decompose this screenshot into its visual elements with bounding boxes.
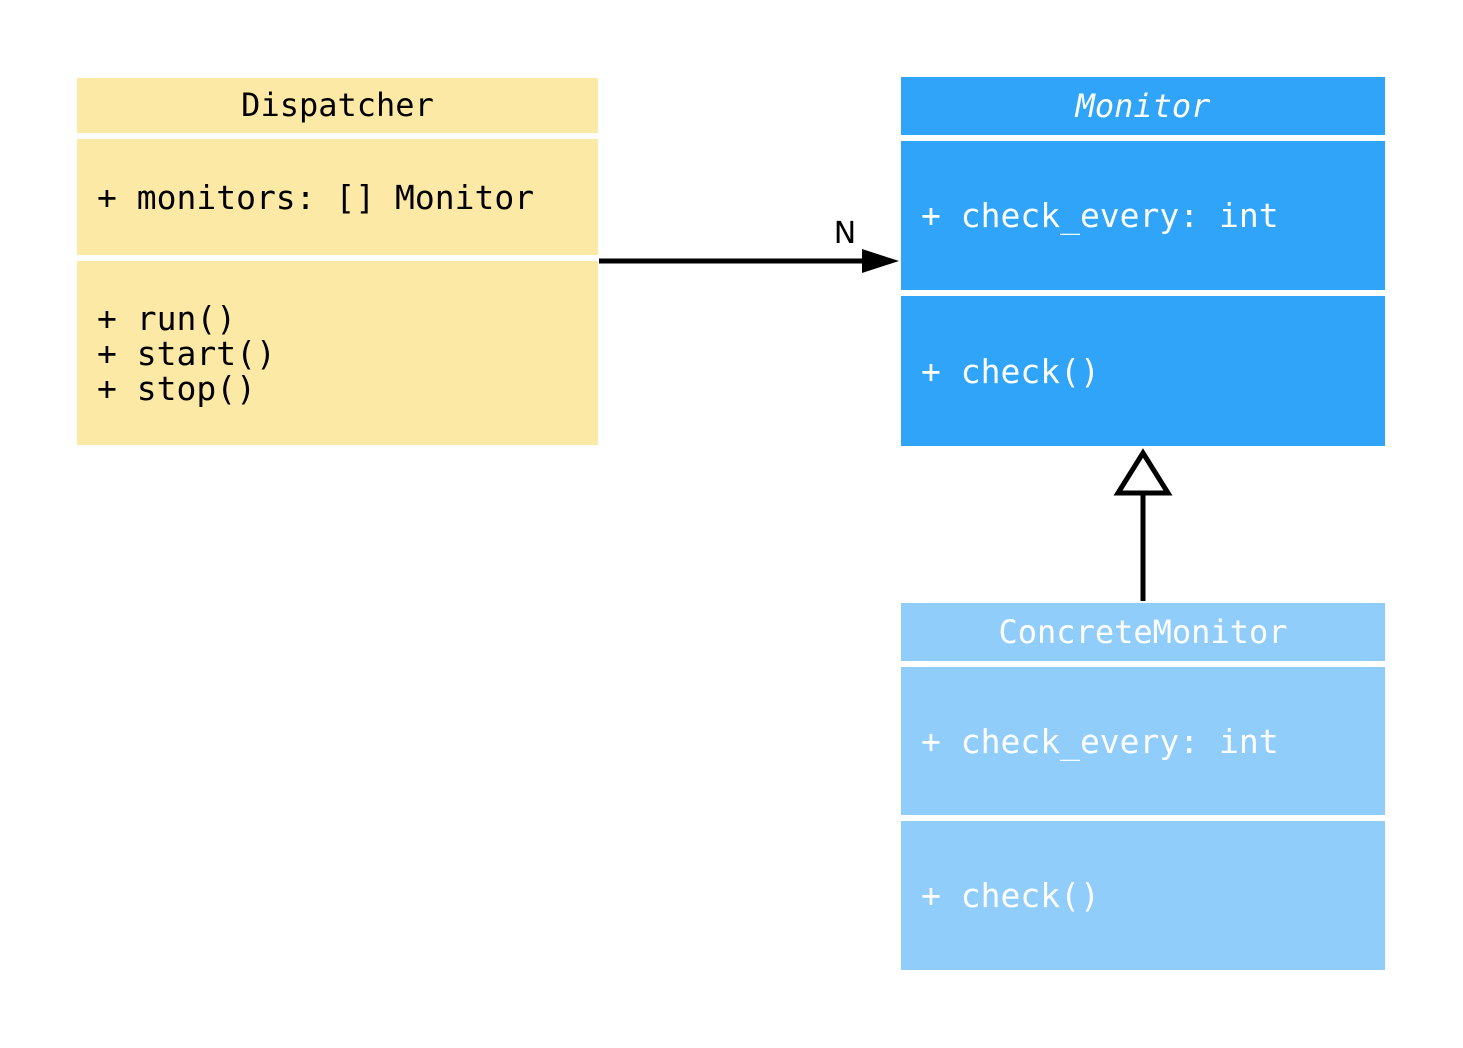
class-name: Monitor xyxy=(1075,86,1211,125)
multiplicity-label: N xyxy=(834,216,856,251)
class-box-dispatcher: Dispatcher + monitors: [] Monitor + run(… xyxy=(77,78,598,445)
method-item: + stop() xyxy=(97,368,256,408)
hollow-triangle-icon xyxy=(1113,448,1173,496)
method-item: + run() xyxy=(97,298,237,338)
class-name: ConcreteMonitor xyxy=(998,612,1288,651)
attribute-item: + monitors: [] Monitor xyxy=(97,177,535,217)
method-item: + check() xyxy=(921,351,1100,391)
arrowhead-icon xyxy=(862,249,899,273)
class-attributes: + monitors: [] Monitor xyxy=(77,139,598,255)
method-item: + start() xyxy=(97,333,276,373)
attribute-item: + check_every: int xyxy=(921,196,1279,235)
class-title: Monitor xyxy=(901,77,1385,135)
class-title: ConcreteMonitor xyxy=(901,603,1385,661)
class-attributes: + check_every: int xyxy=(901,667,1385,815)
class-methods: + run() + start() + stop() xyxy=(77,261,598,445)
class-title: Dispatcher xyxy=(77,78,598,133)
association-arrow: N xyxy=(599,216,899,273)
class-attributes: + check_every: int xyxy=(901,141,1385,290)
method-item: + check() xyxy=(921,876,1100,915)
class-methods: + check() xyxy=(901,821,1385,970)
class-box-monitor: Monitor + check_every: int + check() xyxy=(901,77,1385,446)
class-name: Dispatcher xyxy=(241,86,434,124)
class-methods: + check() xyxy=(901,296,1385,446)
attribute-item: + check_every: int xyxy=(921,721,1279,761)
generalization-arrow xyxy=(1113,448,1173,601)
class-box-concrete-monitor: ConcreteMonitor + check_every: int + che… xyxy=(901,603,1385,970)
